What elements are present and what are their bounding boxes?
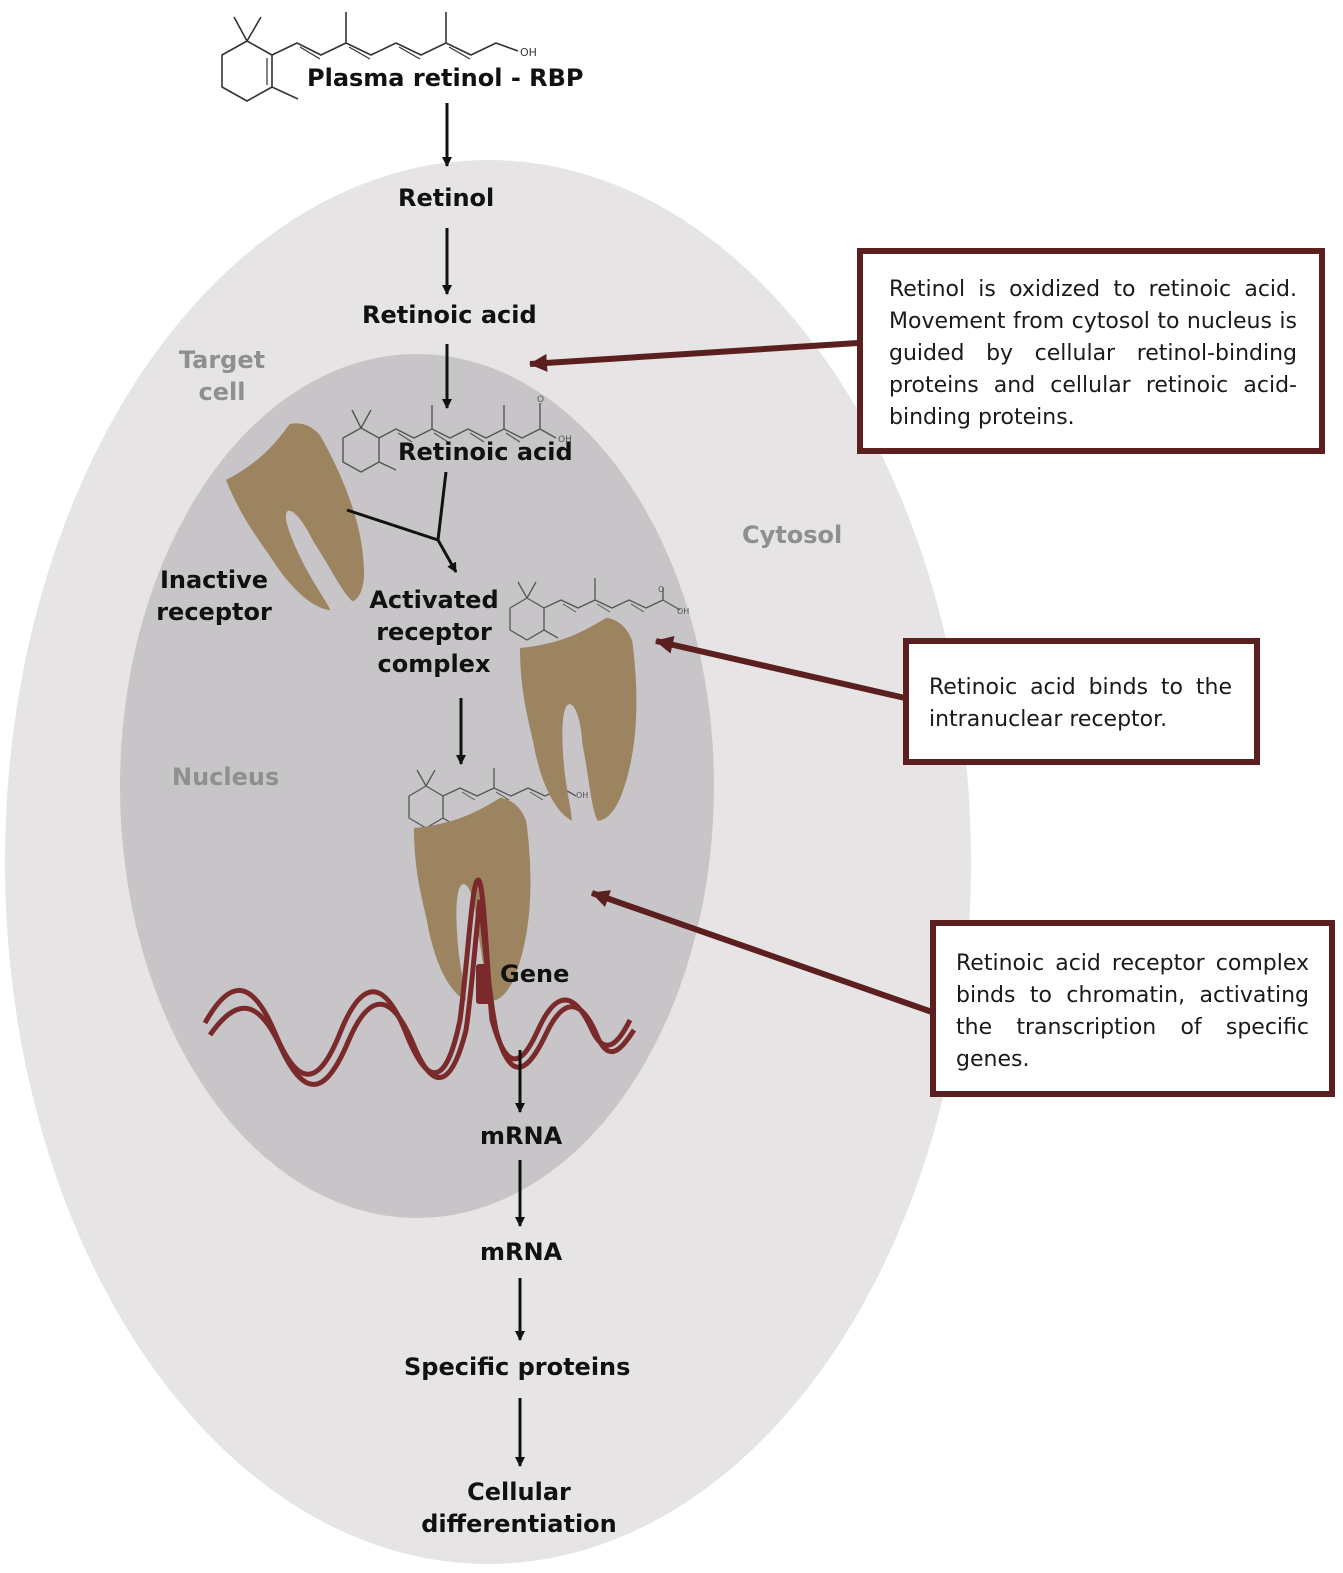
retinol-molecule: [221, 12, 519, 102]
retinoic-acid-activated-oh-text: OH: [677, 607, 689, 616]
mrna-label-2: mRNA: [480, 1238, 563, 1266]
retinoic-acid-molecule-top: [342, 403, 557, 473]
target-cell-label: Target cell: [178, 346, 266, 406]
callout-box-2: Retinoic acid binds to the intranuclear …: [903, 638, 1260, 765]
retinoic-acid-top-o-text: O: [537, 395, 544, 405]
gene-segment: [476, 964, 490, 1004]
arrow-receptor-merge: [346, 471, 456, 572]
retinoic-acid-molecule-activated: [509, 578, 681, 641]
inactive-receptor-label: Inactive receptor: [156, 566, 272, 626]
activated-receptor-complex-label: Activated receptor complex: [369, 586, 499, 678]
callout-3-pointer: [591, 890, 933, 1015]
retinoic-acid-label: Retinoic acid: [362, 301, 537, 329]
callout-2-pointer: [655, 636, 906, 701]
callout-box-3: Retinoic acid receptor complex binds to …: [930, 920, 1335, 1097]
nucleus-label: Nucleus: [172, 763, 280, 791]
mrna-label-1: mRNA: [480, 1122, 563, 1150]
dna-strand-2: [207, 899, 637, 1087]
callout-1-pointer: [529, 340, 859, 372]
retinoic-acid-top-oh-text: OH: [558, 435, 572, 445]
plasma-retinol-rbp-label: Plasma retinol - RBP: [307, 64, 584, 92]
callout-text-1: Retinol is oxidized to retinoic acid. Mo…: [889, 277, 1297, 430]
callout-box-1: Retinol is oxidized to retinoic acid. Mo…: [857, 248, 1325, 454]
callout-text-3: Retinoic acid receptor complex binds to …: [956, 951, 1309, 1072]
retinoic-acid-activated-o-text: O: [658, 585, 664, 594]
gene-label: Gene: [500, 960, 570, 988]
retinol-hydroxyl-text: OH: [520, 46, 537, 59]
callout-text-2: Retinoic acid binds to the intranuclear …: [929, 675, 1232, 732]
dna-strand-1: [202, 877, 633, 1077]
cellular-differentiation-label: Cellular differentiation: [421, 1478, 617, 1538]
retinoic-acid-nucleus-label: Retinoic acid: [398, 438, 573, 466]
retinoic-acid-bound-oh-text: OH: [576, 791, 588, 800]
specific-proteins-label: Specific proteins: [404, 1353, 631, 1381]
retinol-label: Retinol: [398, 184, 495, 212]
cytosol-label: Cytosol: [742, 521, 843, 549]
